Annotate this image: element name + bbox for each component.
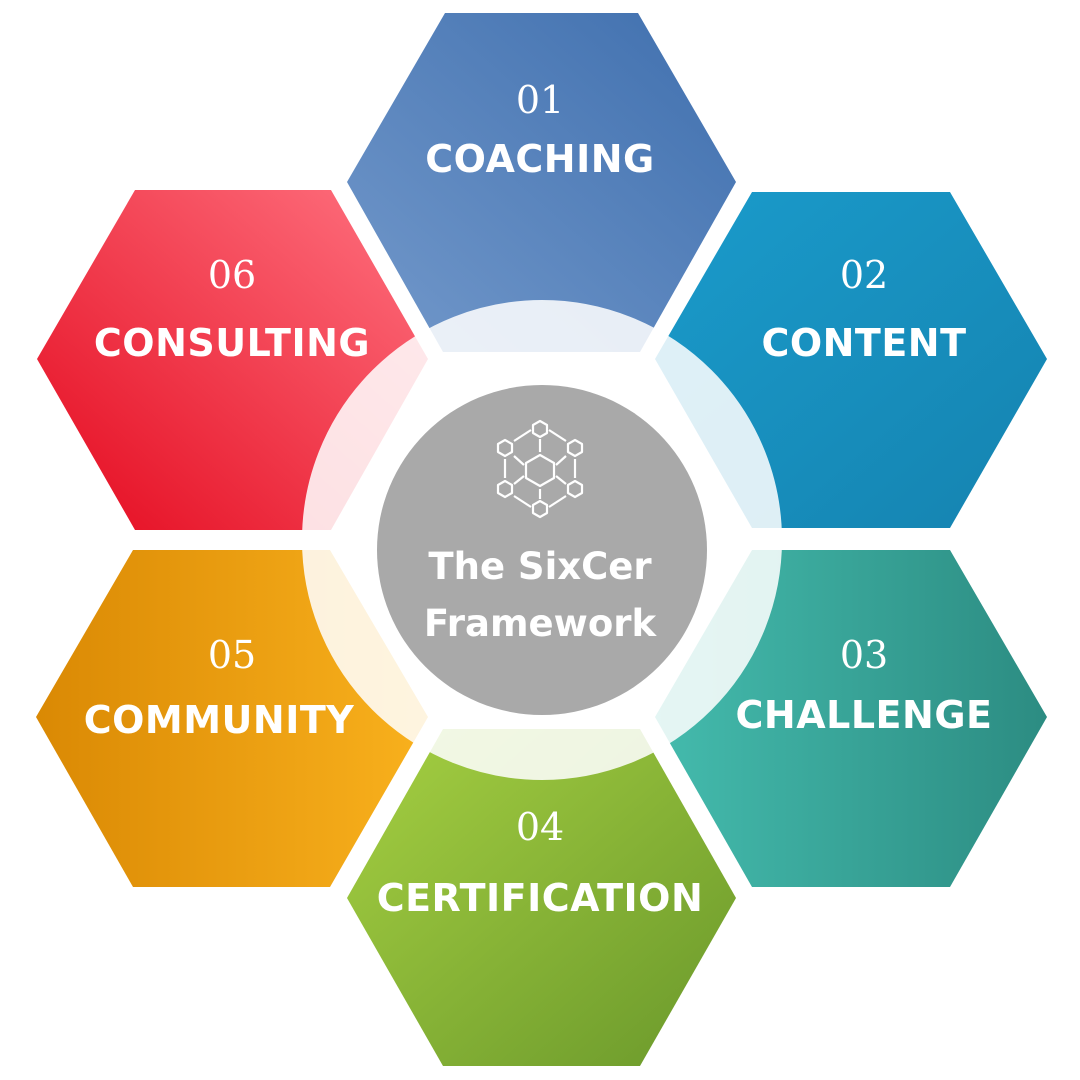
segment-label-community: COMMUNITY — [84, 698, 355, 742]
segment-number-content: 02 — [840, 253, 888, 297]
hexagon-coaching — [347, 13, 736, 352]
segment-number-community: 05 — [208, 633, 256, 677]
segment-number-challenge: 03 — [840, 633, 888, 677]
center-title-line2: Framework — [424, 602, 658, 645]
segment-label-certification: CERTIFICATION — [377, 876, 704, 920]
hexagon-certification — [347, 729, 736, 1066]
segment-label-consulting: CONSULTING — [94, 321, 370, 365]
segment-number-coaching: 01 — [516, 78, 564, 122]
center-ring — [302, 300, 782, 780]
center-title-line1: The SixCer — [428, 545, 652, 588]
segment-label-coaching: COACHING — [425, 137, 654, 181]
segment-number-certification: 04 — [516, 805, 564, 849]
center-circle — [377, 385, 707, 715]
segment-label-challenge: CHALLENGE — [736, 693, 993, 737]
segment-label-content: CONTENT — [761, 321, 966, 365]
hexagon-network-icon — [496, 419, 584, 519]
segment-number-consulting: 06 — [208, 253, 256, 297]
